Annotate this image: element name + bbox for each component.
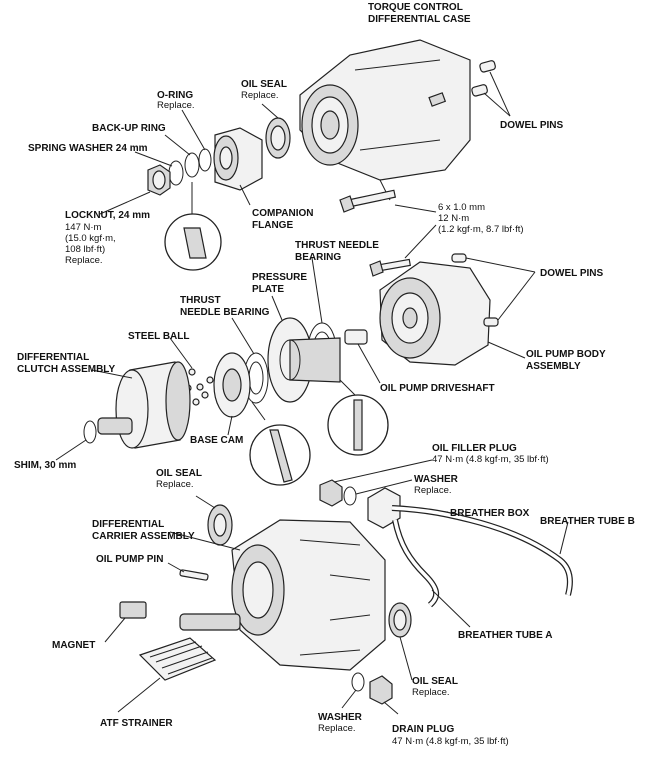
label-torque-case-2: DIFFERENTIAL CASE (368, 14, 471, 25)
label-oil-seal-lower: OIL SEAL (412, 676, 458, 687)
label-pressure-plate-2: PLATE (252, 284, 284, 295)
spring-washer (168, 160, 184, 186)
label-oil-pump-body-1: OIL PUMP BODY (526, 349, 606, 360)
label-oil-filler-plug-1: OIL FILLER PLUG (432, 443, 517, 454)
label-washer-top: WASHER (414, 474, 459, 485)
washer-top (343, 486, 357, 506)
label-locknut-1: LOCKNUT, 24 mm (65, 210, 150, 221)
label-drain-plug-1: DRAIN PLUG (392, 724, 454, 735)
oil-seal-top (265, 117, 291, 159)
label-locknut-3: (15.0 kgf·m, (65, 233, 116, 244)
oil-seal-lower (388, 602, 412, 638)
dowel-pin (471, 84, 488, 97)
label-thrust-needle-bearing-left-1: THRUST (180, 295, 221, 306)
label-oil-filler-plug-2: 47 N·m (4.8 kgf·m, 35 lbf·ft) (432, 454, 549, 465)
atf-strainer (138, 637, 217, 681)
oil-pump-driveshaft (344, 329, 368, 345)
label-locknut-replace: Replace. (65, 255, 103, 266)
label-washer-top-replace: Replace. (414, 485, 452, 496)
o-ring (198, 148, 212, 172)
label-atf-strainer: ATF STRAINER (100, 718, 173, 729)
label-spring-washer: SPRING WASHER 24 mm (28, 143, 148, 154)
label-oil-seal-middle: OIL SEAL (156, 468, 202, 479)
bolt (369, 258, 411, 277)
shim (83, 420, 97, 444)
pressure-plate-detail-lens (327, 379, 389, 456)
breather-tube-b (391, 505, 573, 596)
label-dowel-pins-mid: DOWEL PINS (540, 268, 603, 279)
label-magnet: MAGNET (52, 640, 95, 651)
label-companion-flange-2: FLANGE (252, 220, 293, 231)
label-oil-seal-middle-replace: Replace. (156, 479, 194, 490)
label-locknut-2: 147 N·m (65, 222, 102, 233)
label-oil-seal-top: OIL SEAL (241, 79, 287, 90)
washer-lower (351, 672, 365, 692)
label-o-ring: O-RING (157, 90, 193, 101)
label-oil-pump-driveshaft: OIL PUMP DRIVESHAFT (380, 383, 495, 394)
label-steel-ball: STEEL BALL (128, 331, 189, 342)
dowel-pin (451, 253, 467, 263)
differential-carrier-assembly (179, 519, 386, 671)
label-o-ring-replace: Replace. (157, 100, 195, 111)
label-thrust-needle-bearing-right-1: THRUST NEEDLE (295, 240, 379, 251)
label-oil-pump-body-2: ASSEMBLY (526, 361, 581, 372)
label-diff-carrier-1: DIFFERENTIAL (92, 519, 164, 530)
label-oil-seal-top-replace: Replace. (241, 90, 279, 101)
locknut-detail-lens (164, 182, 222, 271)
oil-seal-middle (207, 504, 233, 546)
companion-flange (213, 127, 263, 191)
pressure-plate (267, 317, 341, 403)
magnet (119, 601, 147, 619)
label-breather-tube-b: BREATHER TUBE B (540, 516, 635, 527)
label-torque-case-1: TORQUE CONTROL (368, 2, 463, 13)
label-washer-lower-replace: Replace. (318, 723, 356, 734)
drain-plug (369, 675, 393, 705)
label-breather-box: BREATHER BOX (450, 508, 530, 519)
label-diff-clutch-2: CLUTCH ASSEMBLY (17, 364, 115, 375)
label-diff-clutch-1: DIFFERENTIAL (17, 352, 89, 363)
label-back-up-ring: BACK-UP RING (92, 123, 166, 134)
oil-filler-plug (319, 479, 343, 507)
bolt (339, 189, 397, 213)
dowel-pin (483, 317, 499, 327)
label-oil-pump-pin: OIL PUMP PIN (96, 554, 163, 565)
label-shim: SHIM, 30 mm (14, 460, 76, 471)
label-bolt-spec-1: 6 x 1.0 mm (438, 202, 485, 213)
torque-control-differential-case (299, 39, 471, 201)
label-breather-tube-a: BREATHER TUBE A (458, 630, 552, 641)
breather-box (367, 487, 401, 529)
label-dowel-pins-top: DOWEL PINS (500, 120, 563, 131)
differential-clutch-assembly (97, 361, 191, 449)
label-thrust-needle-bearing-left-2: NEEDLE BEARING (180, 307, 270, 318)
label-bolt-spec-2: 12 N·m (438, 213, 469, 224)
oil-pump-body-assembly (379, 261, 491, 366)
base-cam-detail-lens (249, 401, 311, 486)
label-oil-seal-lower-replace: Replace. (412, 687, 450, 698)
label-washer-lower: WASHER (318, 712, 363, 723)
label-pressure-plate-1: PRESSURE (252, 272, 307, 283)
label-base-cam: BASE CAM (190, 435, 243, 446)
label-bolt-spec-3: (1.2 kgf·m, 8.7 lbf·ft) (438, 224, 524, 235)
back-up-ring (184, 152, 200, 178)
oil-pump-pin (179, 569, 209, 581)
label-drain-plug-2: 47 N·m (4.8 kgf·m, 35 lbf·ft) (392, 736, 509, 747)
label-locknut-4: 108 lbf·ft) (65, 244, 105, 255)
base-cam (213, 352, 251, 418)
locknut (147, 164, 171, 196)
label-companion-flange-1: COMPANION (252, 208, 313, 219)
breather-tube-a (392, 519, 440, 608)
dowel-pin (479, 60, 496, 73)
label-diff-carrier-2: CARRIER ASSEMBLY (92, 531, 195, 542)
label-thrust-needle-bearing-right-2: BEARING (295, 252, 341, 263)
